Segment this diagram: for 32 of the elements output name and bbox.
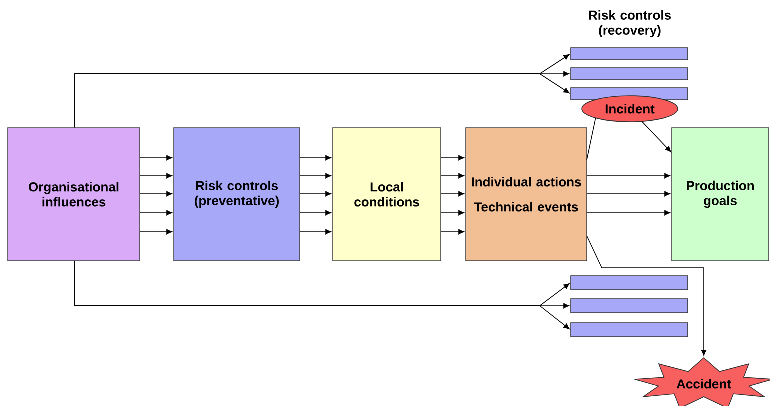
arrow [441, 173, 465, 179]
process-box: Risk controls (preventative) [174, 128, 300, 262]
arrow [140, 210, 173, 216]
arrow [587, 210, 671, 216]
recovery-bar [570, 298, 688, 314]
arrow [300, 210, 332, 216]
process-box: Production goals [672, 128, 770, 262]
arrow [300, 229, 332, 235]
recovery-bar [570, 276, 688, 290]
arrow [441, 155, 465, 161]
process-box: Individual actions Technical events [466, 128, 588, 262]
recovery-bar [570, 68, 688, 80]
arrow [441, 229, 465, 235]
arrow [587, 191, 671, 197]
arrow [140, 155, 173, 161]
arrow [642, 122, 672, 152]
arrow [140, 229, 173, 235]
process-box: Local conditions [332, 128, 442, 262]
arrow [300, 173, 332, 179]
arrow [441, 191, 465, 197]
arrow [586, 236, 707, 356]
arrow [140, 191, 173, 197]
arrow [140, 173, 173, 179]
recovery-bar [570, 48, 688, 60]
arrow [300, 155, 332, 161]
arrow [300, 191, 332, 197]
arrow [441, 210, 465, 216]
recovery-bar [570, 322, 688, 338]
process-box: Organisational influences [8, 128, 140, 262]
arrow [587, 173, 671, 179]
arrow [74, 261, 570, 330]
heading-label: Risk controls (recovery) [589, 10, 671, 38]
